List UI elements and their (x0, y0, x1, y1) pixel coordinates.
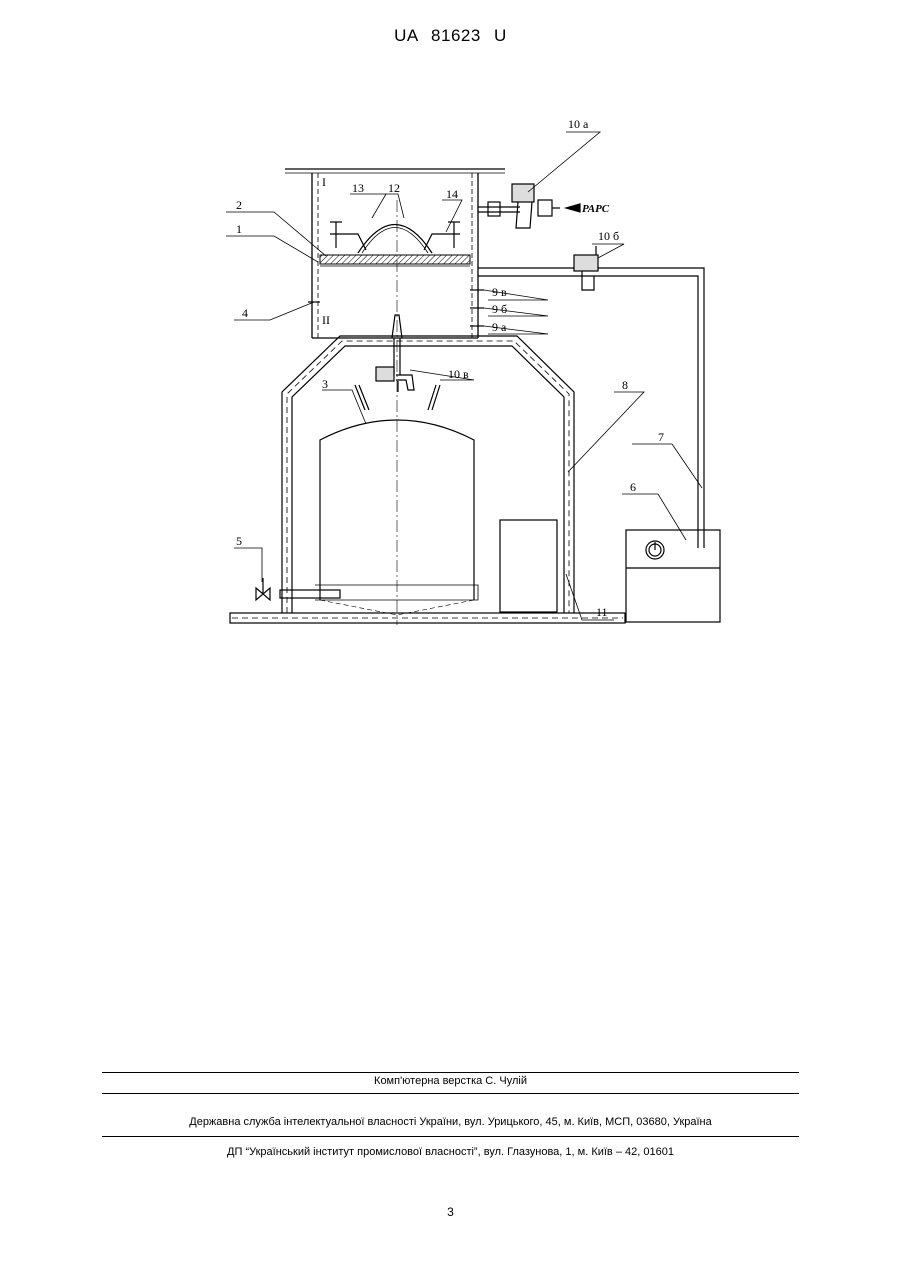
valve-10a (478, 184, 580, 228)
valve-10b (574, 246, 598, 290)
footer-layout-credit: Комп'ютерна верстка С. Чулій (0, 1075, 901, 1087)
footer-rule-bottom (102, 1136, 799, 1137)
box-11 (500, 520, 557, 612)
footer-rule-middle (102, 1093, 799, 1094)
inner-cylinder (315, 385, 478, 615)
footer-institute-address: ДП “Український інститут промислової вла… (0, 1146, 901, 1158)
label-10a: 10 а (568, 117, 589, 131)
pipe-7 (478, 268, 704, 548)
footer-rule-top (102, 1072, 799, 1073)
patent-drawing: 2 1 4 5 3 13 12 14 I II 10 а РАРС 10 б 9… (0, 0, 901, 700)
label-5: 5 (236, 534, 242, 548)
sensor-stubs (308, 290, 484, 326)
label-3: 3 (322, 377, 328, 391)
label-7: 7 (658, 430, 664, 444)
generator-6 (626, 530, 720, 622)
label-9a: 9 а (492, 320, 507, 334)
label-9v: 9 в (492, 285, 507, 299)
footer-office-address: Державна служба інтелектуальної власност… (0, 1116, 901, 1128)
drain-valve (256, 578, 340, 600)
label-10b: 10 б (598, 229, 619, 243)
label-9b: 9 б (492, 302, 507, 316)
dome-assembly (330, 222, 460, 253)
label-13: 13 (352, 181, 364, 195)
page-number: 3 (0, 1205, 901, 1219)
label-14: 14 (446, 187, 458, 201)
label-8: 8 (622, 378, 628, 392)
partition-plate (320, 255, 470, 266)
label-11: 11 (596, 605, 608, 619)
label-6: 6 (630, 480, 636, 494)
valve-10v (376, 367, 414, 392)
label-12: 12 (388, 181, 400, 195)
label-2: 2 (236, 198, 242, 212)
label-rars: РАРС (582, 203, 610, 215)
label-1: 1 (236, 222, 242, 236)
label-10v: 10 в (448, 367, 469, 381)
zone-2-label: II (322, 313, 330, 327)
zone-1-label: I (322, 175, 326, 189)
label-4: 4 (242, 306, 248, 320)
base-slab (230, 613, 625, 623)
